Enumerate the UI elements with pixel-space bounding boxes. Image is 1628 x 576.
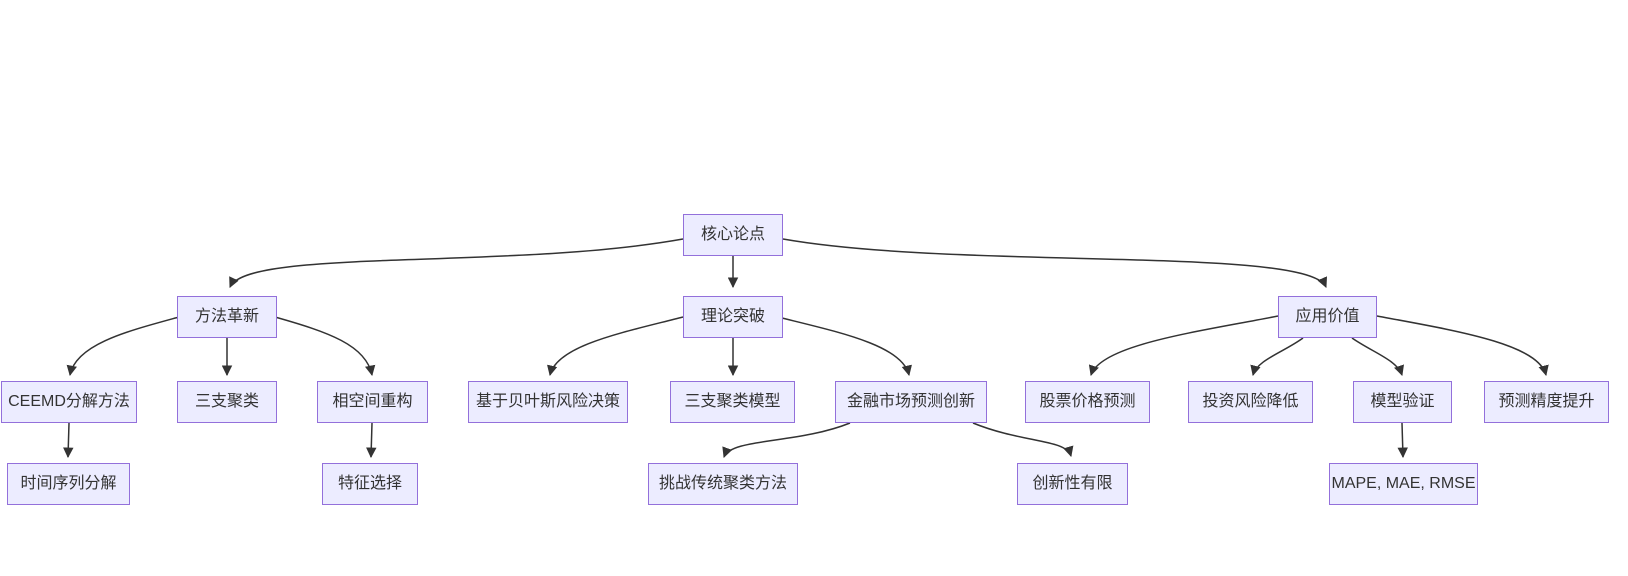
edge-method-to-phase	[274, 316, 376, 377]
node-stock: 股票价格预测	[1025, 381, 1150, 423]
node-label: 三支聚类	[194, 393, 259, 410]
node-risk: 投资风险降低	[1188, 381, 1313, 423]
edge-application-to-model	[1351, 337, 1404, 376]
node-label: 理论突破	[700, 308, 765, 325]
node-method: 方法革新	[177, 296, 277, 338]
edge-application-to-stock	[1088, 315, 1279, 376]
node-label: 金融市场预测创新	[846, 393, 975, 410]
node-label: 核心论点	[700, 226, 765, 243]
node-label: 预测精度提升	[1498, 393, 1595, 410]
edge-phase-to-feature	[366, 422, 377, 459]
edge-root-to-method	[229, 238, 684, 288]
node-label: 模型验证	[1370, 393, 1435, 410]
node-label: 创新性有限	[1032, 475, 1113, 492]
node-bayes: 基于贝叶斯风险决策	[468, 381, 628, 423]
node-label: 方法革新	[194, 308, 259, 325]
node-label: 相空间重构	[332, 393, 413, 410]
edge-application-to-risk	[1250, 337, 1304, 377]
node-threewaymodel: 三支聚类模型	[670, 381, 795, 423]
node-label: 投资风险降低	[1202, 393, 1299, 410]
edge-application-to-accuracy	[1376, 315, 1549, 377]
node-threeway: 三支聚类	[177, 381, 277, 423]
node-label: 三支聚类模型	[684, 393, 781, 410]
edge-theory-to-bayes	[547, 316, 684, 377]
node-root: 核心论点	[683, 214, 783, 256]
node-timeseries: 时间序列分解	[7, 463, 130, 505]
node-label: 挑战传统聚类方法	[658, 475, 787, 492]
node-label: 特征选择	[337, 475, 402, 492]
node-model: 模型验证	[1353, 381, 1452, 423]
edge-model-to-metrics	[1397, 422, 1408, 459]
node-accuracy: 预测精度提升	[1484, 381, 1609, 423]
node-feature: 特征选择	[322, 463, 418, 505]
node-label: 股票价格预测	[1039, 393, 1136, 410]
node-finance: 金融市场预测创新	[835, 381, 987, 423]
node-metrics: MAPE, MAE, RMSE	[1329, 463, 1478, 505]
node-label: MAPE, MAE, RMSE	[1331, 475, 1476, 492]
node-label: 时间序列分解	[20, 475, 117, 492]
node-challenge: 挑战传统聚类方法	[648, 463, 798, 505]
node-theory: 理论突破	[683, 296, 783, 338]
node-phase: 相空间重构	[317, 381, 428, 423]
edge-ceemd-to-timeseries	[63, 422, 74, 459]
node-limited: 创新性有限	[1017, 463, 1128, 505]
edge-theory-to-finance	[777, 316, 912, 377]
edge-method-to-ceemd	[66, 316, 180, 377]
node-label: CEEMD分解方法	[8, 393, 130, 410]
node-label: 基于贝叶斯风险决策	[475, 393, 620, 410]
node-label: 应用价值	[1295, 308, 1360, 325]
node-ceemd: CEEMD分解方法	[1, 381, 137, 423]
edge-finance-to-limited	[972, 422, 1074, 458]
node-application: 应用价值	[1278, 296, 1377, 338]
edge-finance-to-challenge	[722, 422, 851, 458]
edge-root-to-application	[782, 238, 1327, 288]
